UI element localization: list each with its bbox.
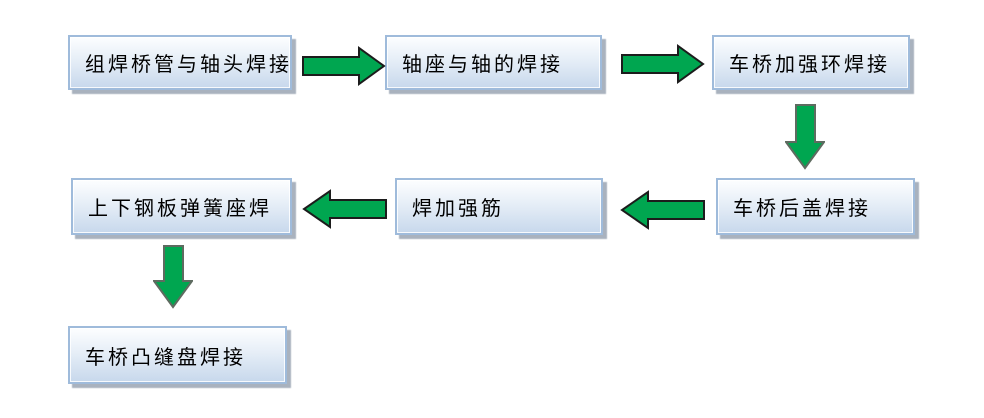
arrow-left-icon [302,189,387,229]
flow-node-step5: 焊加强筋 [395,178,603,235]
flow-node-step5-label: 焊加强筋 [412,198,504,220]
flow-node-step7-label: 车桥凸缝盘焊接 [85,346,246,369]
arrow-down-icon [785,104,825,170]
flow-node-step3-label: 车桥加强环焊接 [729,54,890,76]
arrow-left-icon [620,190,705,230]
arrow-right-icon [302,46,386,86]
flow-node-step1-label: 组焊桥管与轴头焊接 [85,54,292,76]
arrow-right-icon [621,44,705,84]
flow-node-step3: 车桥加强环焊接 [712,35,910,90]
flow-node-step2: 轴座与轴的焊接 [385,35,602,90]
flow-node-step7: 车桥凸缝盘焊接 [68,326,287,384]
flow-node-step4-label: 车桥后盖焊接 [733,198,871,220]
flow-node-step4: 车桥后盖焊接 [716,178,915,235]
flow-node-step2-label: 轴座与轴的焊接 [402,54,563,76]
arrow-down-icon [153,245,193,309]
flow-node-step6: 上下钢板弹簧座焊 [71,178,292,235]
flow-node-step1: 组焊桥管与轴头焊接 [68,35,292,90]
flow-node-step6-label: 上下钢板弹簧座焊 [88,198,272,220]
